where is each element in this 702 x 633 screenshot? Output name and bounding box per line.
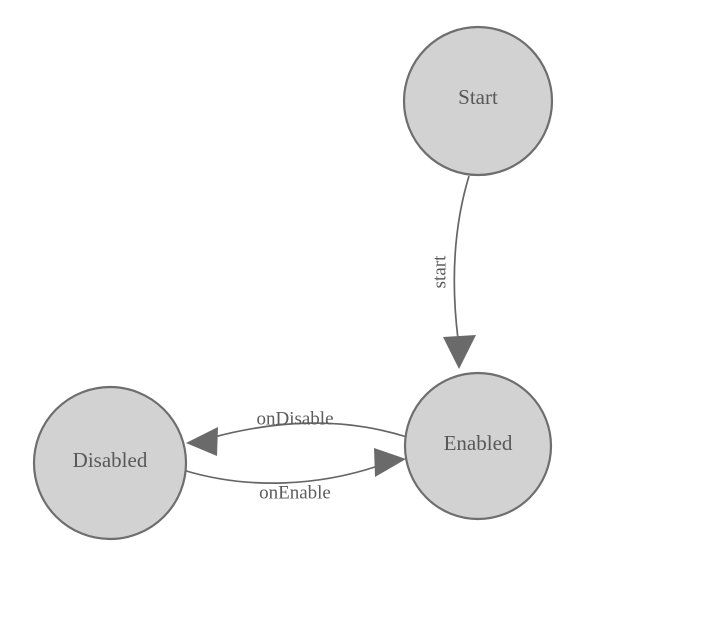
arrowhead-into-enabled-top xyxy=(443,335,476,369)
edge-enabled-to-disabled[interactable]: onDisable xyxy=(186,408,408,456)
edge-disabled-to-enabled-path xyxy=(182,465,379,484)
node-enabled-circle xyxy=(403,371,553,521)
node-disabled-label: Disabled xyxy=(73,448,148,472)
arrowhead-into-disabled xyxy=(186,427,218,456)
edge-start-to-enabled-path xyxy=(453,175,470,340)
node-start-label: Start xyxy=(458,85,498,109)
edge-label-start: start xyxy=(429,255,450,288)
arrowhead-into-enabled-left xyxy=(374,448,406,477)
edge-enabled-to-disabled-path xyxy=(213,422,408,438)
edge-label-onenable: onEnable xyxy=(259,482,331,503)
node-enabled-label: Enabled xyxy=(444,431,513,455)
edge-start-to-enabled[interactable]: start xyxy=(429,175,476,369)
node-start[interactable]: Start xyxy=(402,25,554,177)
edge-label-ondisable: onDisable xyxy=(256,408,333,429)
edge-disabled-to-enabled[interactable]: onEnable xyxy=(182,448,406,503)
node-disabled[interactable]: Disabled xyxy=(32,385,188,541)
node-start-circle xyxy=(402,25,554,177)
node-disabled-circle xyxy=(32,385,188,541)
node-enabled[interactable]: Enabled xyxy=(403,371,553,521)
